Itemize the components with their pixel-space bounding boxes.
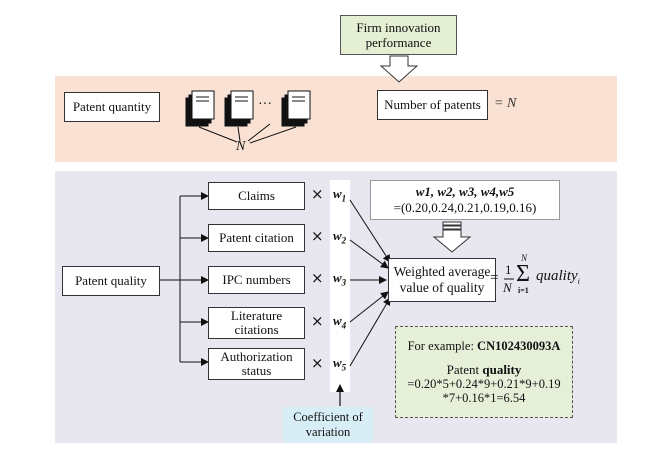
formula-numerator: 1	[505, 262, 512, 277]
ellipsis-dots: ···	[258, 97, 272, 112]
indicator-claims: Claims	[208, 182, 305, 210]
formula-sum-bottom: i=1	[518, 286, 529, 295]
weighted-line-1: Weighted average	[393, 264, 491, 279]
example-heading: For example: CN102430093A	[407, 339, 561, 353]
n-label: N	[236, 139, 246, 154]
indicator-authorization-line-2: status	[241, 363, 272, 378]
indicator-patent-citation-label: Patent citation	[219, 230, 294, 245]
indicator-authorization-line-1: Authorization	[220, 349, 293, 364]
times-sign-4: ×	[311, 312, 324, 330]
formula-equals: =	[490, 270, 499, 286]
formula-term: qualityi	[536, 268, 580, 286]
weighted-line-2: value of quality	[399, 280, 485, 295]
patent-quantity-label: Patent quantity	[72, 99, 152, 114]
indicator-ipc-numbers: IPC numbers	[208, 266, 305, 294]
patent-quantity-box: Patent quantity	[64, 92, 160, 122]
n-converge-lines	[198, 123, 297, 144]
indicator-claims-label: Claims	[238, 188, 275, 203]
times-sign-5: ×	[311, 354, 324, 372]
weight-w1: w1	[333, 186, 347, 204]
formula-denominator: N	[503, 280, 512, 295]
sigma-icon: Σ	[516, 261, 530, 287]
coefficient-line-1: Coefficient of	[293, 410, 363, 424]
indicator-patent-citation: Patent citation	[208, 224, 305, 252]
weights-values-box: w1, w2, w3, w4,w5 =(0.20,0.24,0.21,0.19,…	[370, 180, 560, 220]
weight-w3: w3	[333, 270, 347, 288]
times-sign-2: ×	[311, 227, 324, 245]
example-formula-line-2: *7+0.16*1=6.54	[442, 391, 526, 405]
example-patent-id: CN102430093A	[477, 339, 561, 353]
weights-names: w1, w2, w3, w4,w5	[415, 184, 515, 199]
indicator-literature-line-1: Literature	[230, 308, 283, 323]
patent-quality-label: Patent quality	[75, 273, 147, 288]
example-box: For example: CN102430093A Patent quality…	[395, 326, 573, 418]
example-formula-line-1: =0.20*5+0.24*9+0.21*9+0.19	[407, 377, 561, 391]
times-sign-3: ×	[311, 269, 324, 287]
firm-line-2: performance	[365, 35, 432, 50]
weight-arrows	[349, 199, 391, 367]
firm-line-1: Firm innovation	[356, 20, 441, 35]
weighted-average-box: Weighted average value of quality	[388, 258, 496, 302]
formula-sum-top: N	[521, 253, 528, 263]
indicator-authorization-status: Authorization status	[208, 348, 305, 380]
indicator-literature-citations: Literature citations	[208, 307, 305, 339]
weights-values: =(0.20,0.24,0.21,0.19,0.16)	[393, 200, 537, 215]
quality-branch-lines	[160, 192, 209, 366]
hollow-arrow-weights	[432, 221, 472, 253]
number-of-patents-label: Number of patents	[384, 97, 481, 112]
weight-w5: w5	[333, 355, 347, 373]
number-of-patents-box: Number of patents	[377, 90, 488, 120]
equals-n: = N	[494, 96, 517, 111]
times-sign-1: ×	[311, 185, 324, 203]
coefficient-of-variation-box: Coefficient of variation	[283, 407, 373, 443]
weight-w2: w2	[333, 228, 347, 246]
patent-quality-box: Patent quality	[62, 266, 160, 296]
indicator-ipc-numbers-label: IPC numbers	[222, 272, 291, 287]
indicator-literature-line-2: citations	[234, 322, 279, 337]
weight-w4: w4	[333, 313, 347, 331]
weight-strip	[330, 180, 350, 392]
firm-innovation-box: Firm innovation performance	[340, 15, 457, 55]
example-patent-quality: Patent quality	[446, 362, 522, 377]
coefficient-line-2: variation	[305, 425, 351, 439]
document-stack-icons	[185, 90, 311, 127]
hollow-arrow-firm	[379, 55, 419, 83]
